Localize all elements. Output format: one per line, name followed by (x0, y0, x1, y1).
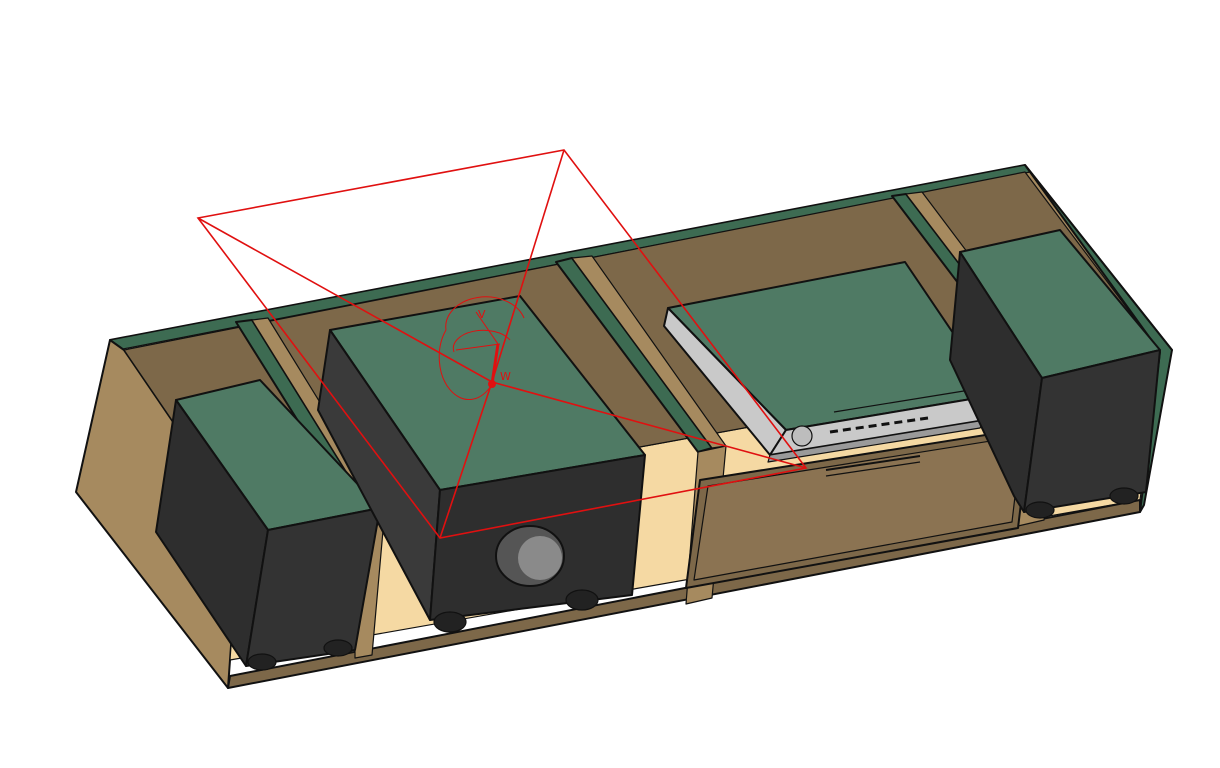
gizmo-origin (488, 380, 496, 388)
axis-gizmo-icon[interactable]: V W (438, 296, 525, 401)
left-speaker-foot (323, 639, 353, 657)
drawer-handle-shadow (825, 461, 921, 477)
right-speaker-foot (1025, 501, 1055, 519)
volume-knob-icon[interactable] (791, 425, 813, 447)
frustum-edge (491, 149, 565, 383)
frustum-edge (197, 217, 493, 383)
axis-v-label: V (478, 308, 486, 321)
receiver-base (767, 419, 986, 463)
gizmo-axis-v (475, 311, 499, 345)
drawer-handle[interactable] (825, 455, 921, 471)
drawer[interactable] (685, 427, 1031, 589)
drawer-panel (693, 435, 1023, 581)
subwoofer-foot (565, 589, 599, 611)
receiver-display (833, 389, 971, 413)
right-speaker[interactable] (949, 229, 1161, 519)
gizmo-axis-w (490, 343, 500, 385)
left-speaker[interactable] (155, 379, 381, 671)
camera-frustum[interactable]: V W (196, 149, 808, 539)
cabinet-right-end (1024, 164, 1173, 513)
receiver-buttons (829, 416, 929, 434)
subwoofer-foot (433, 611, 467, 633)
subwoofer-cone (518, 536, 562, 580)
frustum-edge (439, 381, 493, 539)
gizmo-arc (438, 329, 493, 401)
left-speaker-foot (247, 653, 277, 671)
right-speaker-side (949, 251, 1043, 513)
gizmo-axis-u (455, 343, 501, 351)
gizmo-arc (452, 329, 511, 353)
gizmo-arc (445, 296, 525, 331)
right-speaker-front (1023, 349, 1161, 513)
right-speaker-foot (1109, 487, 1139, 505)
left-speaker-front (245, 507, 381, 667)
frustum-edge (491, 381, 807, 469)
axis-w-label: W (500, 370, 511, 383)
